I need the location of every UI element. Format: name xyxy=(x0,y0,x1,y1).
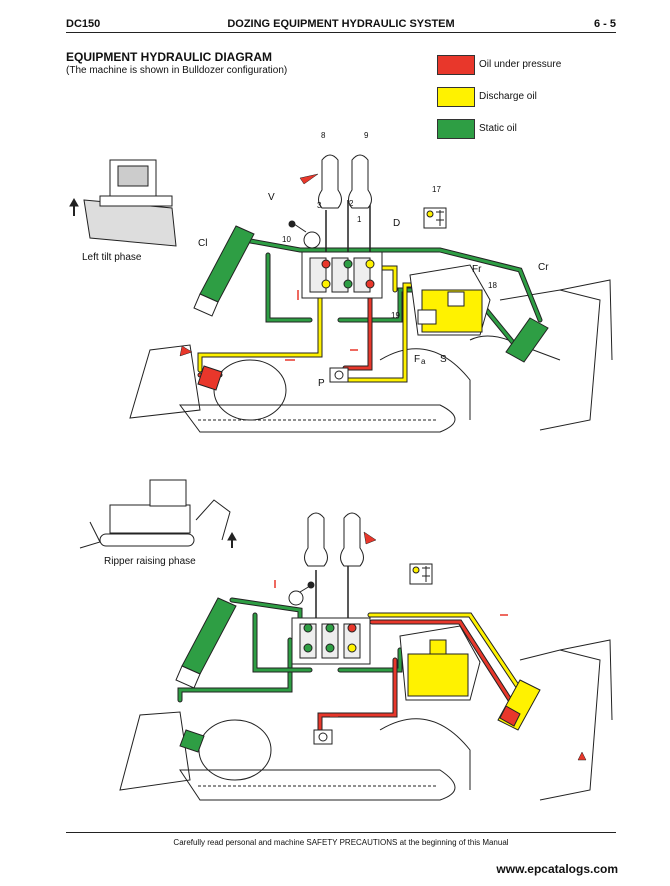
indicator-17-icon xyxy=(423,207,447,229)
static-swatch xyxy=(437,119,475,139)
header-rule xyxy=(66,32,616,33)
callout-cl: Cl xyxy=(198,238,207,249)
pressure-swatch xyxy=(437,55,475,75)
joystick-9-top xyxy=(348,154,372,209)
page-header: DC150 DOZING EQUIPMENT HYDRAULIC SYSTEM … xyxy=(66,14,616,32)
thumb-dozer-tilt xyxy=(69,159,177,247)
callout-cr: Cr xyxy=(538,262,549,273)
callout-10: 10 xyxy=(282,235,291,244)
footer-rule xyxy=(66,832,616,833)
thumb-dozer-ripper xyxy=(79,479,237,549)
pump-top xyxy=(329,367,349,383)
callout-v: V xyxy=(268,192,275,203)
callout-8: 8 xyxy=(321,131,326,140)
diagram-title: EQUIPMENT HYDRAULIC DIAGRAM xyxy=(66,50,272,64)
callout-3: 3 xyxy=(317,201,322,210)
right-cylinder-top xyxy=(505,317,549,363)
ripper-arrow-bottom xyxy=(363,531,377,545)
page-number: 6 - 5 xyxy=(593,18,616,30)
control-valve-top xyxy=(301,200,383,299)
section-title: DOZING EQUIPMENT HYDRAULIC SYSTEM xyxy=(227,18,455,30)
legend-discharge-label: Discharge oil xyxy=(479,91,537,102)
dozer-outline-top xyxy=(129,279,613,433)
callout-d: D xyxy=(393,218,400,229)
control-valve-bottom xyxy=(291,565,371,665)
blade-cylinder-bottom xyxy=(179,729,205,753)
hydraulic-tank-top xyxy=(409,264,491,336)
joystick-8-top xyxy=(318,154,342,209)
model-code: DC150 xyxy=(66,18,101,30)
callout-19: 19 xyxy=(391,311,400,320)
blade-cylinder-top xyxy=(197,365,223,391)
joystick-left-bottom xyxy=(304,512,328,567)
indicator-bottom-icon xyxy=(409,563,433,585)
callout-18: 18 xyxy=(488,281,497,290)
blade-arrow-top xyxy=(179,345,193,357)
dozer-outline-bottom xyxy=(119,639,613,801)
pump-bottom xyxy=(313,729,333,745)
callout-9: 9 xyxy=(364,131,369,140)
callout-f-subscript: a xyxy=(421,357,426,366)
safety-footer: Carefully read personal and machine SAFE… xyxy=(173,838,509,847)
left-cylinder-bottom xyxy=(175,597,237,689)
callouts-top: 8 9 17 3 2 1 V D Cl 10 Fr Cr 18 19 F a S… xyxy=(198,131,549,389)
callout-17: 17 xyxy=(432,185,441,194)
left-tilt-cylinder-top xyxy=(193,225,255,317)
phase-label-top: Left tilt phase xyxy=(82,252,142,263)
callout-fr: Fr xyxy=(472,264,482,275)
callout-1: 1 xyxy=(357,215,362,224)
diagram-subtitle: (The machine is shown in Bulldozer confi… xyxy=(66,65,288,76)
lines-bottom xyxy=(177,597,523,738)
callout-p: P xyxy=(318,378,325,389)
legend-pressure-label: Oil under pressure xyxy=(479,59,562,70)
hydraulic-tank-bottom xyxy=(399,625,481,701)
legend-static-label: Static oil xyxy=(479,123,517,134)
callout-f: F xyxy=(414,354,420,365)
callout-s: S xyxy=(440,354,447,365)
discharge-swatch xyxy=(437,87,475,107)
joystick-right-bottom xyxy=(340,512,364,567)
ripper-cylinder-bottom xyxy=(497,679,541,731)
raise-arrow-bottom xyxy=(577,751,587,761)
tilt-arrow-top xyxy=(299,173,319,185)
lever-bottom-icon xyxy=(288,581,315,606)
website-watermark: www.epcatalogs.com xyxy=(496,862,618,876)
callout-2: 2 xyxy=(349,199,354,208)
lever-10-icon xyxy=(288,220,321,249)
phase-label-bottom: Ripper raising phase xyxy=(104,556,196,567)
